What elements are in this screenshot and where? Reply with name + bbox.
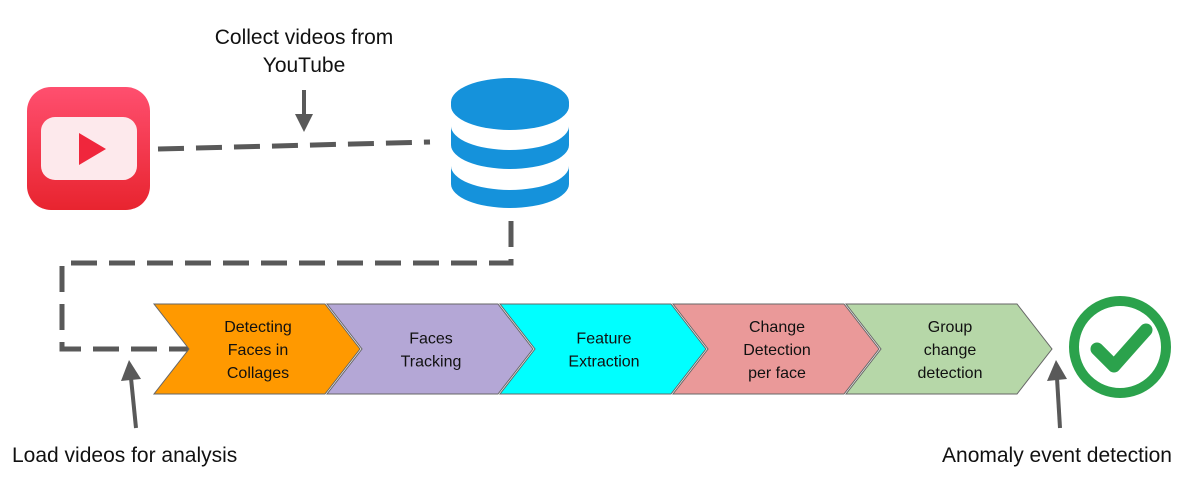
- step-label-line: Detection: [743, 342, 811, 359]
- step-label-line: detection: [918, 365, 983, 382]
- chevron-shape: [844, 303, 1053, 395]
- collect-caption-line-1: Collect videos from: [215, 26, 394, 49]
- step-label-line: Detecting: [224, 319, 292, 336]
- pipeline-step-5: Group change detection: [844, 303, 1053, 395]
- step-label-line: Change: [749, 319, 805, 336]
- anomaly-arrow: [1047, 360, 1067, 429]
- database-icon: [451, 78, 569, 208]
- step-label-line: Tracking: [401, 354, 462, 371]
- step-label-line: Feature: [576, 331, 631, 348]
- chevron-shape: [498, 303, 707, 395]
- collect-caption-line-2: YouTube: [263, 54, 346, 77]
- step-label-line: Group: [928, 319, 973, 336]
- load-arrow: [121, 360, 141, 429]
- load-caption: Load videos for analysis: [12, 444, 237, 467]
- chevron-shape: [325, 303, 534, 395]
- step-label-line: Collages: [227, 365, 289, 382]
- chevron-shape: [671, 303, 880, 395]
- dashed-connector: [59, 139, 514, 352]
- step-label-line: change: [924, 342, 977, 359]
- chevron-shape: [152, 303, 361, 395]
- youtube-icon: [27, 87, 150, 210]
- check-circle-icon: [1069, 296, 1171, 398]
- step-label-line: Faces: [409, 331, 453, 348]
- step-label-line: per face: [748, 365, 806, 382]
- anomaly-caption: Anomaly event detection: [942, 444, 1172, 467]
- step-label-line: Extraction: [568, 354, 639, 371]
- step-label-line: Faces in: [228, 342, 288, 359]
- collect-arrow: [295, 90, 313, 132]
